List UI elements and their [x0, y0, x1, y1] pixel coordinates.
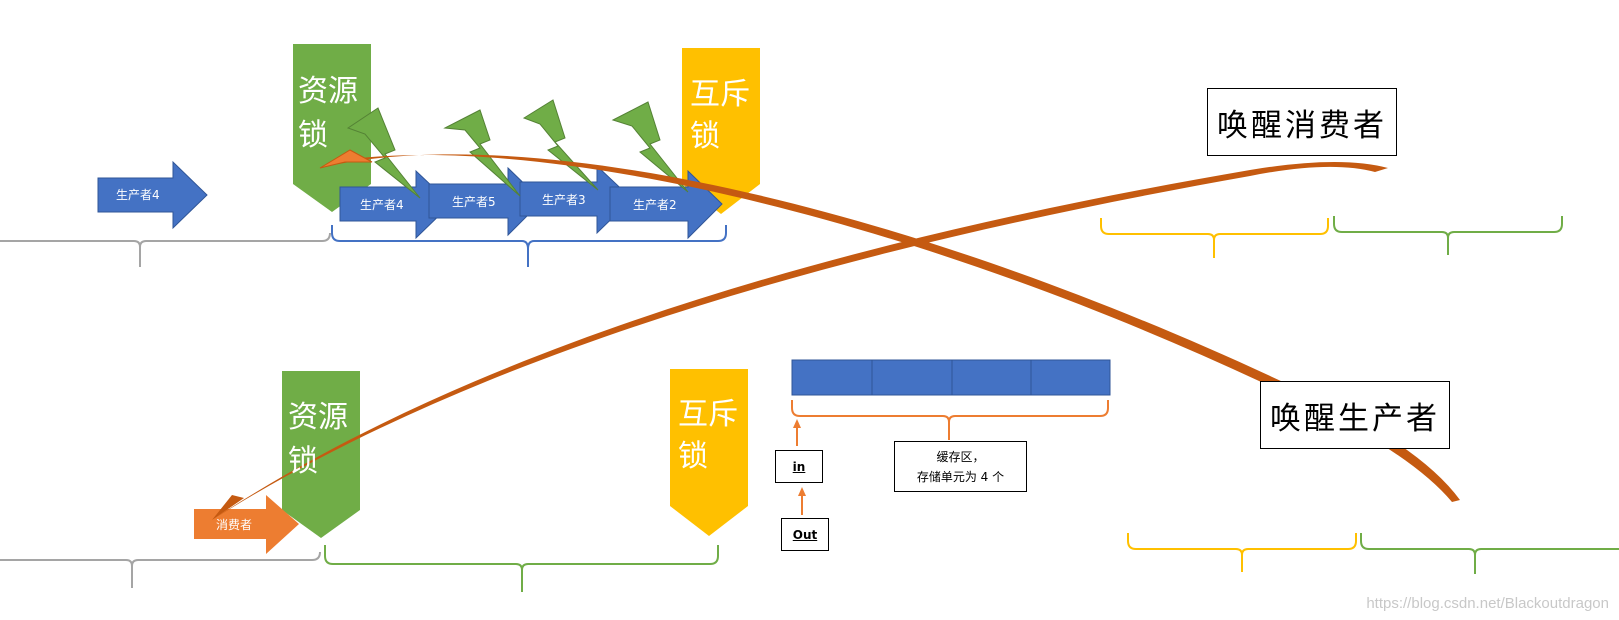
lightning-bolt-2 [443, 109, 521, 197]
brace-green-right-bottom [1360, 533, 1619, 574]
resource-lock-bottom: 资源锁 [288, 396, 358, 484]
brace-yellow-right-bottom [1127, 533, 1357, 572]
mutex-lock-top: 互斥锁 [690, 74, 760, 158]
buffer-slot-2 [871, 359, 953, 396]
brace-blue-top [331, 225, 727, 267]
mutex-lock-top-label: 互斥锁 [690, 77, 750, 154]
queued-producer-label-1: 生产者4 [360, 198, 404, 212]
buffer-label-box: 缓存区， 存储单元为 4 个 [894, 441, 1027, 492]
wake-producer-box: 唤醒生产者 [1260, 381, 1450, 449]
buffer-slot-1 [791, 359, 873, 396]
buffer-label-line1: 缓存区， [936, 449, 985, 464]
queued-producer-label-3: 生产者3 [542, 193, 586, 207]
queued-producer-arrow-1 [339, 169, 452, 240]
brace-gray-bottom [0, 551, 321, 588]
brace-green-right-top [1333, 216, 1563, 255]
wake-consumer-box: 唤醒消费者 [1207, 88, 1397, 156]
buffer [791, 359, 1111, 396]
lightning-bolt-1 [346, 107, 421, 199]
wake-consumer-curve-tail [212, 495, 244, 520]
mutex-lock-top-shape [682, 48, 760, 214]
out-pointer-head [798, 487, 806, 496]
queued-producer-label-2: 生产者5 [452, 195, 496, 209]
resource-lock-top: 资源锁 [298, 70, 368, 158]
resource-lock-bottom-shape [282, 371, 360, 538]
waiting-producer-label: 生产者4 [116, 188, 160, 202]
in-pointer-head [793, 419, 801, 428]
mutex-lock-bottom-label: 互斥锁 [678, 397, 738, 474]
buffer-label-line2: 存储单元为 4 个 [916, 469, 1005, 484]
brace-gray-top [0, 232, 331, 267]
in-pointer-box: in [775, 450, 823, 483]
in-pointer-label: in [792, 459, 806, 474]
queued-producer-label-4: 生产者2 [633, 198, 677, 212]
wake-producer-label: 唤醒生产者 [1270, 400, 1440, 437]
brace-yellow-right-top [1100, 218, 1329, 258]
mutex-lock-bottom: 互斥锁 [678, 394, 748, 478]
lightning-bolt-4 [611, 101, 689, 193]
brace-orange-buffer [791, 400, 1109, 440]
out-pointer-box: Out [781, 518, 829, 551]
buffer-slot-3 [951, 359, 1032, 396]
resource-lock-top-label: 资源锁 [298, 74, 358, 153]
brace-green-bottom [324, 545, 719, 592]
consumer-label: 消费者 [216, 518, 253, 532]
wake-consumer-label: 唤醒消费者 [1217, 107, 1387, 144]
lightning-bolt-3 [522, 99, 599, 191]
mutex-lock-bottom-shape [670, 369, 748, 536]
watermark: https://blog.csdn.net/Blackoutdragon [1366, 595, 1609, 612]
wake-producer-curve-head [319, 149, 373, 169]
buffer-slot-4 [1030, 359, 1111, 396]
resource-lock-bottom-label: 资源锁 [288, 400, 348, 479]
waiting-producer-arrow [97, 160, 208, 230]
out-pointer-label: Out [792, 527, 818, 542]
resource-lock-top-shape [293, 44, 371, 212]
